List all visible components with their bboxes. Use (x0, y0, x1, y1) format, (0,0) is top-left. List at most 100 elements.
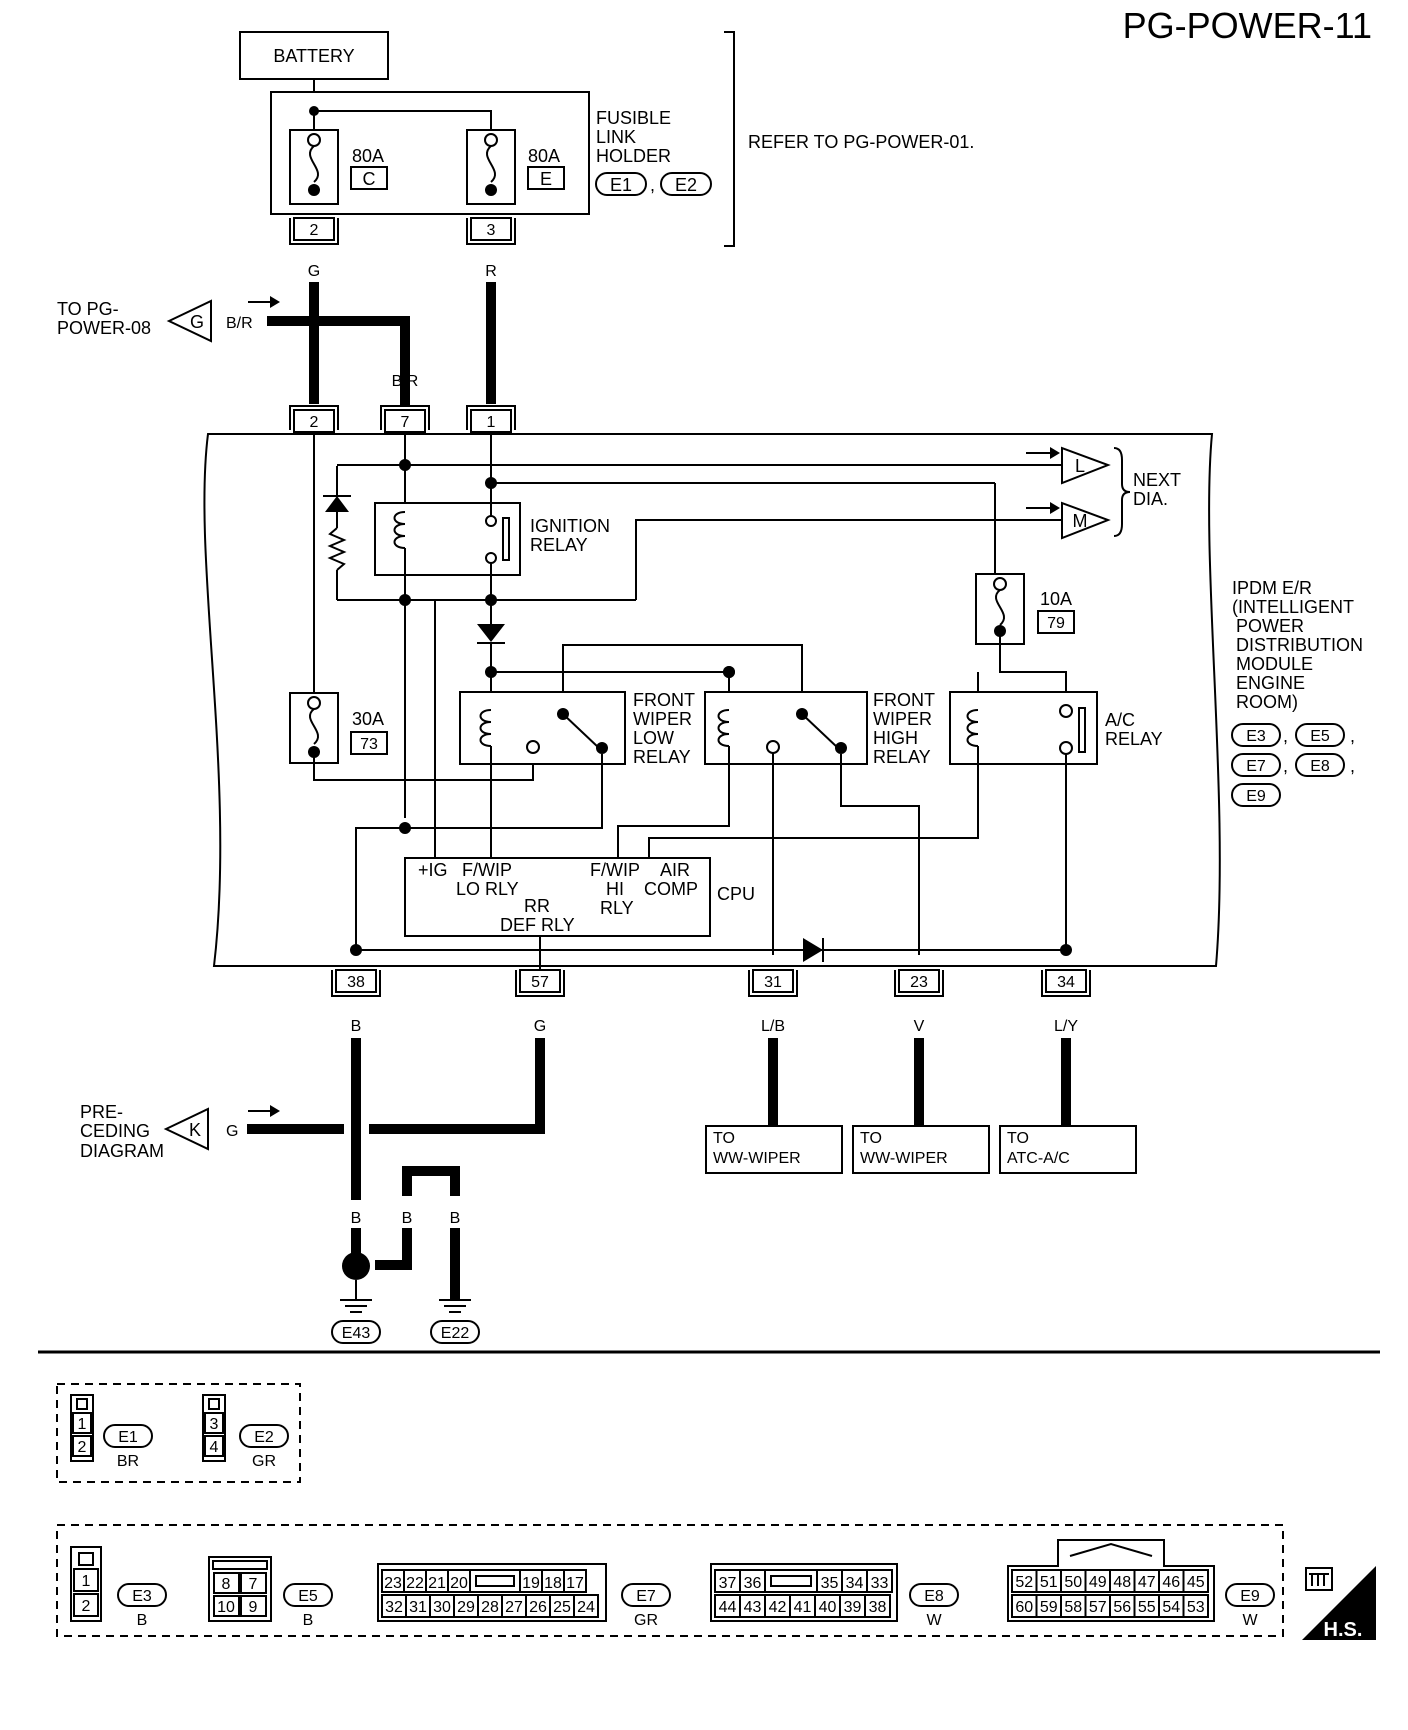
ipdm-terminal-23 (894, 969, 944, 997)
ipdm-terminal-57 (515, 969, 565, 997)
low-relay-label-1: FRONT (633, 690, 695, 710)
offpage-k-letter: K (189, 1120, 201, 1140)
ground-id-e43: E43 (342, 1325, 371, 1342)
ipdm-terminal-1 (466, 405, 516, 433)
connector-e9-pin-label: 52 (1015, 1574, 1033, 1591)
connector-e7-id: E7 (636, 1588, 656, 1605)
svg-text:34: 34 (1057, 974, 1075, 991)
ipdm-outline (203, 433, 1221, 967)
ipdm-label-5: MODULE (1236, 654, 1313, 674)
cpu-fwip-lo-2: LO RLY (456, 879, 519, 899)
connector-e7-pin-label: 24 (577, 1599, 595, 1616)
ignition-relay-label-1: IGNITION (530, 516, 610, 536)
connector-e8-pin-label: 36 (744, 1575, 762, 1592)
connector-e7-pin-label: 19 (522, 1575, 540, 1592)
svg-text:2: 2 (310, 222, 319, 239)
connector-e7-pin-label: 32 (385, 1599, 403, 1616)
connector-e8-key-slot (770, 1575, 812, 1587)
connector-e7-pin-label: 26 (529, 1599, 547, 1616)
connector-view-group-1 (56, 1383, 301, 1483)
offpage-l-arrow (1061, 446, 1111, 485)
ignition-relay-label-2: RELAY (530, 535, 588, 555)
cpu-fwip-lo-1: F/WIP (462, 860, 512, 880)
fuse-c-rating: 80A (352, 146, 384, 166)
svg-text:WW-WIPER: WW-WIPER (713, 1150, 801, 1167)
connector-e7-pin-label: 22 (406, 1575, 424, 1592)
cpu-fwip-hi-2: HI (606, 879, 624, 899)
svg-text:TO: TO (1007, 1130, 1029, 1147)
connector-e2-id: E2 (254, 1429, 274, 1446)
connector-e3-face (70, 1546, 102, 1622)
connector-e9-pin-label: 58 (1064, 1599, 1082, 1616)
connector-e2-face (202, 1394, 226, 1462)
svg-text:38: 38 (347, 974, 365, 991)
svg-text:1: 1 (82, 1573, 91, 1590)
offpage-k-label-2: CEDING (80, 1121, 150, 1141)
fusible-link-label-2: LINK (596, 127, 636, 147)
svg-text:2: 2 (310, 414, 319, 431)
connector-e9-pin-label: 51 (1040, 1574, 1058, 1591)
high-relay-label-3: HIGH (873, 728, 918, 748)
connector-e9-pin-label: 46 (1162, 1574, 1180, 1591)
connector-e9-top-pin-cell (1182, 1569, 1209, 1593)
offpage-k-label-1: PRE- (80, 1102, 123, 1122)
connector-e9-pin-label: 59 (1040, 1599, 1058, 1616)
dest-ww-wiper-1 (705, 1125, 843, 1174)
cpu-ig: +IG (418, 860, 448, 880)
svg-text:2: 2 (82, 1598, 91, 1615)
hs-badge (1302, 1566, 1376, 1640)
fusible-link-conn-1: E1 (610, 175, 632, 195)
fuse-73: 73 (360, 736, 378, 753)
svg-text:3: 3 (210, 1416, 219, 1433)
connector-e3-color: B (137, 1612, 148, 1629)
svg-text:23: 23 (910, 974, 928, 991)
connector-e8-color: W (926, 1612, 942, 1629)
connector-e5-color: B (303, 1612, 314, 1629)
fusible-link-conn-2: E2 (675, 175, 697, 195)
ac-relay-label-1: A/C (1105, 710, 1135, 730)
cpu-label: CPU (717, 884, 755, 904)
ipdm-label-2: (INTELLIGENT (1232, 597, 1354, 617)
connector-view-group-2 (56, 1524, 1284, 1637)
connector-e9-pin-label: 53 (1187, 1599, 1205, 1616)
svg-text:TO: TO (713, 1130, 735, 1147)
svg-text:2: 2 (78, 1439, 87, 1456)
offpage-k-arrow (163, 1107, 209, 1151)
fusible-link-label-3: HOLDER (596, 146, 671, 166)
ground-wire-1: B (351, 1210, 362, 1227)
svg-text:8: 8 (222, 1576, 231, 1593)
svg-text:10: 10 (217, 1599, 235, 1616)
connector-e7-color: GR (634, 1612, 658, 1629)
cpu-fwip-hi-3: RLY (600, 898, 634, 918)
svg-text:,: , (1283, 756, 1288, 776)
offpage-g-letter: G (190, 312, 204, 332)
connector-e7-bottom-pin-cell (573, 1594, 599, 1618)
connector-e8-pin-label: 34 (846, 1575, 864, 1592)
low-relay-label-4: RELAY (633, 747, 691, 767)
connector-e9-pin-label: 45 (1187, 1574, 1205, 1591)
connector-e9-pin-label: 49 (1089, 1574, 1107, 1591)
connector-e5-id: E5 (298, 1588, 318, 1605)
offpage-g-label-1: TO PG- (57, 299, 119, 319)
connector-e8-top-pin-cell (866, 1569, 893, 1593)
offpage-g-wire: B/R (226, 315, 253, 332)
connector-e7-pin-label: 30 (433, 1599, 451, 1616)
connector-e9-pin-label: 48 (1113, 1574, 1131, 1591)
svg-text:WW-WIPER: WW-WIPER (860, 1150, 948, 1167)
connector-e7-pin-label: 18 (544, 1575, 562, 1592)
connector-e8-pin-label: 44 (719, 1599, 737, 1616)
connector-e8-id: E8 (924, 1588, 944, 1605)
offpage-l-letter: L (1075, 456, 1085, 476)
dest-ww-wiper-2 (852, 1125, 990, 1174)
offpage-g-label-2: POWER-08 (57, 318, 151, 338)
connector-e8-pin-label: 42 (769, 1599, 787, 1616)
fuse-30a-rating: 30A (352, 709, 384, 729)
svg-text:9: 9 (249, 1599, 258, 1616)
ac-relay-label-2: RELAY (1105, 729, 1163, 749)
ground-wire-3: B (450, 1210, 461, 1227)
battery-box (239, 31, 389, 80)
hs-badge-label: H.S. (1324, 1619, 1363, 1641)
svg-text:,: , (1350, 726, 1355, 746)
battery-label: BATTERY (273, 46, 354, 66)
